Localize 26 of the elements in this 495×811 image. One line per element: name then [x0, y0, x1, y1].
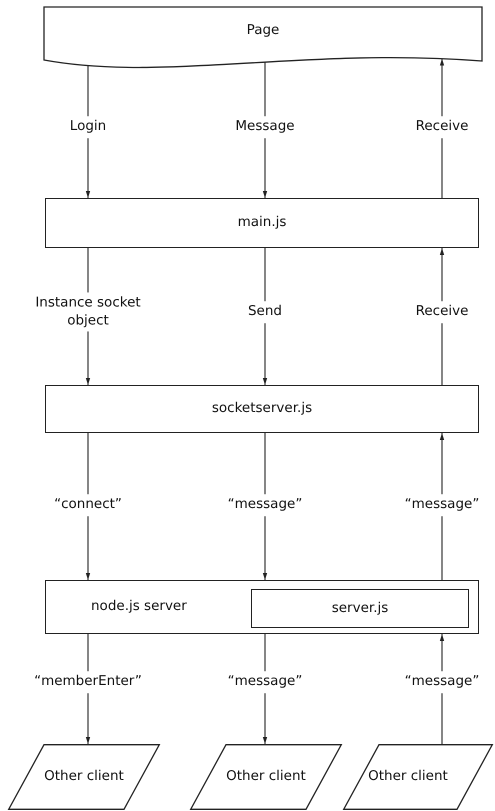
node-label: server.js	[332, 600, 388, 618]
edge-label: Login	[68, 116, 108, 138]
data-parallelogram	[8, 744, 160, 810]
edge-label: Message	[234, 116, 296, 138]
edge-label: “message”	[404, 671, 480, 693]
container-box	[45, 580, 479, 634]
node-label: Page	[246, 22, 280, 40]
edge-label: Send	[247, 301, 283, 323]
data-parallelogram	[343, 744, 493, 810]
process-box	[45, 198, 479, 248]
edge-label: “connect”	[53, 494, 123, 516]
edge-label: Receive	[414, 301, 470, 323]
edge-label: “message”	[226, 494, 304, 516]
node-label: main.js	[238, 214, 286, 232]
edge-label: “memberEnter”	[33, 671, 143, 693]
node-label: socketserver.js	[212, 400, 312, 418]
data-parallelogram	[190, 744, 342, 810]
edge-label: “message”	[226, 671, 304, 693]
process-box	[251, 589, 469, 628]
node-label: node.js server	[90, 598, 187, 616]
edge-label: “message”	[404, 494, 480, 516]
node-label: Other client	[226, 768, 306, 786]
edge-label: Receive	[414, 116, 470, 138]
process-box	[45, 385, 479, 433]
node-label: Other client	[44, 768, 124, 786]
node-label: Other client	[368, 768, 449, 786]
